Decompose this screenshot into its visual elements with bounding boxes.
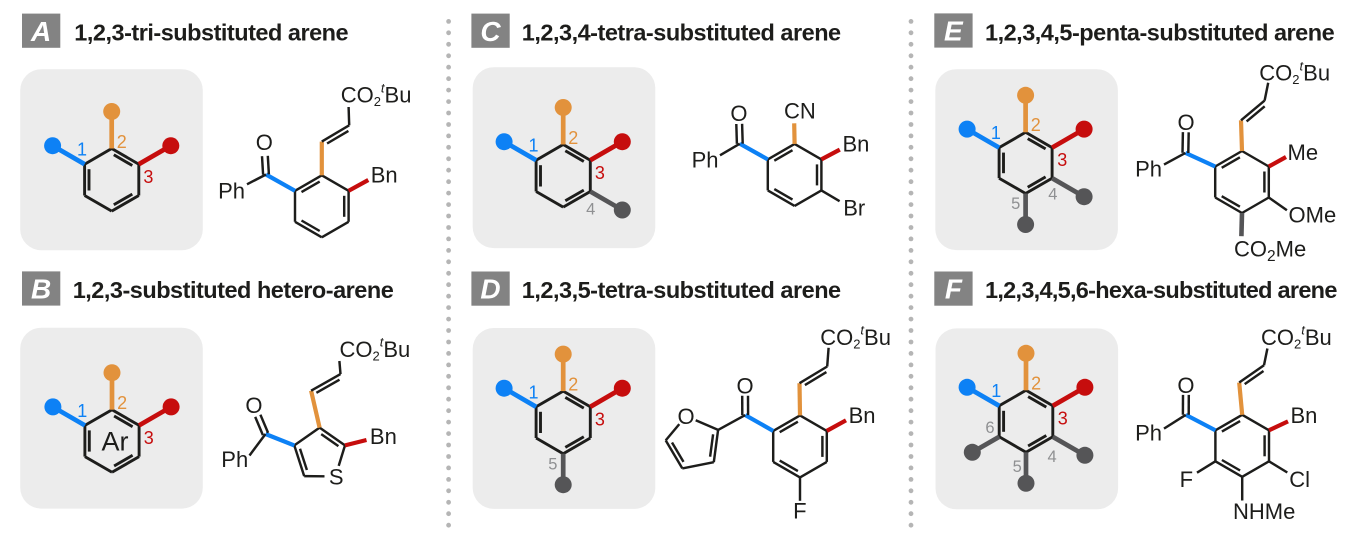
svg-text:O: O	[678, 404, 695, 429]
svg-text:O: O	[1177, 373, 1194, 398]
svg-text:2: 2	[1031, 374, 1041, 394]
svg-text:O: O	[1177, 110, 1194, 135]
svg-text:3: 3	[143, 167, 153, 187]
svg-text:CN: CN	[784, 99, 816, 124]
svg-text:Br: Br	[843, 196, 865, 221]
svg-text:Ph: Ph	[692, 147, 719, 172]
svg-text:A: A	[30, 16, 51, 47]
svg-text:5: 5	[548, 455, 557, 473]
svg-text:1: 1	[528, 382, 538, 402]
svg-text:S: S	[329, 465, 344, 490]
svg-text:5: 5	[1013, 458, 1022, 476]
svg-text:NHMe: NHMe	[1233, 499, 1295, 524]
svg-text:6: 6	[985, 419, 994, 437]
svg-text:E: E	[944, 16, 964, 47]
svg-text:Cl: Cl	[1289, 467, 1310, 492]
svg-text:C: C	[480, 16, 501, 47]
svg-text:1,2,3-substituted hetero-arene: 1,2,3-substituted hetero-arene	[73, 277, 394, 303]
svg-text:3: 3	[144, 428, 154, 448]
svg-text:4: 4	[1048, 448, 1057, 466]
svg-text:Ph: Ph	[1135, 420, 1162, 445]
svg-text:1: 1	[991, 381, 1001, 401]
svg-text:4: 4	[586, 201, 595, 219]
svg-text:2: 2	[117, 132, 127, 152]
svg-text:Ph: Ph	[1135, 156, 1162, 181]
svg-text:CO2tBu: CO2tBu	[341, 80, 412, 109]
svg-text:O: O	[256, 130, 273, 155]
svg-text:3: 3	[595, 410, 605, 430]
svg-text:5: 5	[1011, 195, 1020, 213]
svg-text:1,2,3,5-tetra-substituted aren: 1,2,3,5-tetra-substituted arene	[522, 277, 841, 303]
svg-text:D: D	[480, 274, 500, 305]
svg-text:4: 4	[1048, 186, 1057, 204]
svg-text:Bn: Bn	[371, 163, 398, 188]
svg-text:1: 1	[528, 136, 538, 156]
svg-text:Bn: Bn	[849, 403, 876, 428]
svg-text:Me: Me	[1288, 140, 1319, 165]
svg-text:3: 3	[595, 163, 605, 183]
svg-text:1,2,3,4,5,6-hexa-substituted a: 1,2,3,4,5,6-hexa-substituted arene	[985, 277, 1337, 303]
svg-text:Bn: Bn	[843, 132, 870, 157]
svg-text:3: 3	[1057, 150, 1067, 170]
svg-text:Ar: Ar	[102, 427, 129, 457]
svg-text:F: F	[793, 499, 806, 524]
svg-text:1,2,3,4,5-penta-substituted ar: 1,2,3,4,5-penta-substituted arene	[985, 20, 1335, 46]
svg-text:Ph: Ph	[221, 447, 248, 472]
svg-text:1: 1	[77, 140, 87, 160]
svg-text:1: 1	[77, 401, 87, 421]
svg-text:F: F	[945, 274, 963, 305]
svg-text:B: B	[31, 274, 51, 305]
svg-text:2: 2	[568, 128, 578, 148]
svg-text:O: O	[737, 374, 754, 399]
svg-text:F: F	[1180, 467, 1193, 492]
svg-text:1,2,3-tri-substituted arene: 1,2,3-tri-substituted arene	[74, 20, 348, 46]
svg-text:1,2,3,4-tetra-substituted aren: 1,2,3,4-tetra-substituted arene	[522, 20, 841, 46]
svg-text:Bn: Bn	[370, 424, 397, 449]
svg-text:OMe: OMe	[1289, 203, 1337, 228]
svg-text:Ph: Ph	[218, 179, 245, 204]
svg-text:O: O	[245, 393, 262, 418]
svg-text:2: 2	[1031, 115, 1041, 135]
svg-text:O: O	[730, 101, 747, 126]
svg-text:CO2tBu: CO2tBu	[820, 323, 891, 352]
svg-text:Bn: Bn	[1291, 403, 1318, 428]
svg-text:3: 3	[1058, 408, 1068, 428]
svg-text:1: 1	[991, 123, 1001, 143]
svg-text:2: 2	[568, 375, 578, 395]
svg-text:2: 2	[117, 393, 127, 413]
